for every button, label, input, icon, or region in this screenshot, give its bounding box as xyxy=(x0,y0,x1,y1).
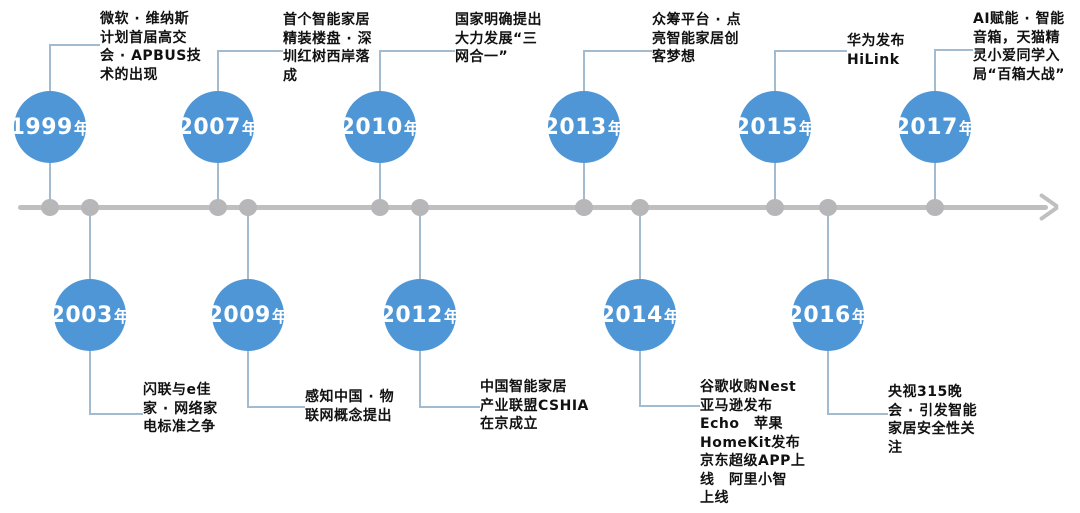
connector-vline xyxy=(419,351,421,406)
connector-vline xyxy=(247,208,249,279)
timeline-dot xyxy=(411,199,429,216)
connector-hline xyxy=(49,44,100,46)
year-label: 2016 xyxy=(787,302,851,328)
connector-hline xyxy=(419,406,480,408)
year-suffix: 年 xyxy=(271,307,289,326)
year-suffix: 年 xyxy=(607,119,625,138)
connector-vline xyxy=(827,351,829,413)
connector-vline xyxy=(639,351,641,405)
connector-vline xyxy=(217,50,219,91)
event-description: 闪联与e佳 家 · 网络家 电标准之争 xyxy=(143,382,218,435)
timeline-axis xyxy=(18,205,1048,210)
year-label: 2015 xyxy=(734,114,798,140)
connector-hline xyxy=(89,413,143,415)
event-description: 央视315晚 会 · 引发智能 家居安全性关 注 xyxy=(888,384,978,456)
timeline-dot xyxy=(575,199,593,216)
timeline-dot xyxy=(41,199,59,216)
connector-vline xyxy=(89,208,91,279)
connector-vline xyxy=(827,208,829,279)
connector-vline xyxy=(49,44,51,91)
event-description: AI赋能 · 智能 音箱，天猫精 灵小爱同学入 局“百箱大战” xyxy=(973,11,1065,83)
year-label: 2009 xyxy=(207,302,271,328)
year-suffix: 年 xyxy=(113,307,131,326)
year-suffix: 年 xyxy=(241,119,259,138)
connector-vline xyxy=(774,50,776,91)
year-suffix: 年 xyxy=(851,307,869,326)
timeline-dot xyxy=(371,199,389,216)
timeline-dot xyxy=(81,199,99,216)
timeline-dot xyxy=(209,199,227,216)
connector-vline xyxy=(247,351,249,406)
timeline-dot xyxy=(631,199,649,216)
year-suffix: 年 xyxy=(958,119,976,138)
event-description: 首个智能家居 精装楼盘 · 深 圳红树西岸落 成 xyxy=(283,12,373,84)
event-description: 华为发布 HiLink xyxy=(847,33,905,68)
year-label: 1999 xyxy=(9,114,73,140)
connector-vline xyxy=(639,208,641,279)
timeline-dot xyxy=(766,199,784,216)
event-description: 国家明确提出 大力发展“三 网合一” xyxy=(455,12,542,65)
year-suffix: 年 xyxy=(663,307,681,326)
connector-vline xyxy=(583,163,585,207)
connector-vline xyxy=(89,351,91,413)
year-label: 2007 xyxy=(177,114,241,140)
event-description: 谷歌收购Nest 亚马逊发布 Echo 苹果 HomeKit发布 京东超级APP… xyxy=(700,379,806,506)
connector-hline xyxy=(247,406,305,408)
year-label: 2017 xyxy=(894,114,958,140)
year-label: 2012 xyxy=(379,302,443,328)
connector-vline xyxy=(934,49,936,91)
year-suffix: 年 xyxy=(403,119,421,138)
connector-hline xyxy=(934,49,973,51)
timeline-dot xyxy=(926,199,944,216)
year-suffix: 年 xyxy=(798,119,816,138)
connector-hline xyxy=(639,405,700,407)
connector-hline xyxy=(583,50,652,52)
connector-hline xyxy=(379,50,455,52)
connector-vline xyxy=(379,50,381,91)
connector-vline xyxy=(583,50,585,91)
year-suffix: 年 xyxy=(443,307,461,326)
year-label: 2014 xyxy=(599,302,663,328)
connector-vline xyxy=(774,163,776,207)
year-label: 2003 xyxy=(49,302,113,328)
connector-vline xyxy=(379,163,381,207)
year-suffix: 年 xyxy=(73,119,91,138)
event-description: 微软 · 维纳斯 计划首届高交 会 · APBUS技 术的出现 xyxy=(100,11,202,83)
connector-hline xyxy=(827,413,888,415)
timeline-dot xyxy=(239,199,257,216)
connector-vline xyxy=(934,163,936,207)
connector-vline xyxy=(217,163,219,207)
connector-hline xyxy=(217,50,283,52)
event-description: 感知中国 · 物 联网概念提出 xyxy=(305,389,395,424)
year-label: 2013 xyxy=(543,114,607,140)
timeline-dot xyxy=(819,199,837,216)
event-description: 众筹平台 · 点 亮智能家居创 客梦想 xyxy=(652,12,742,65)
connector-hline xyxy=(774,50,847,52)
year-label: 2010 xyxy=(339,114,403,140)
connector-vline xyxy=(419,208,421,279)
event-description: 中国智能家居 产业联盟CSHIA 在京成立 xyxy=(480,379,589,432)
connector-vline xyxy=(49,163,51,207)
